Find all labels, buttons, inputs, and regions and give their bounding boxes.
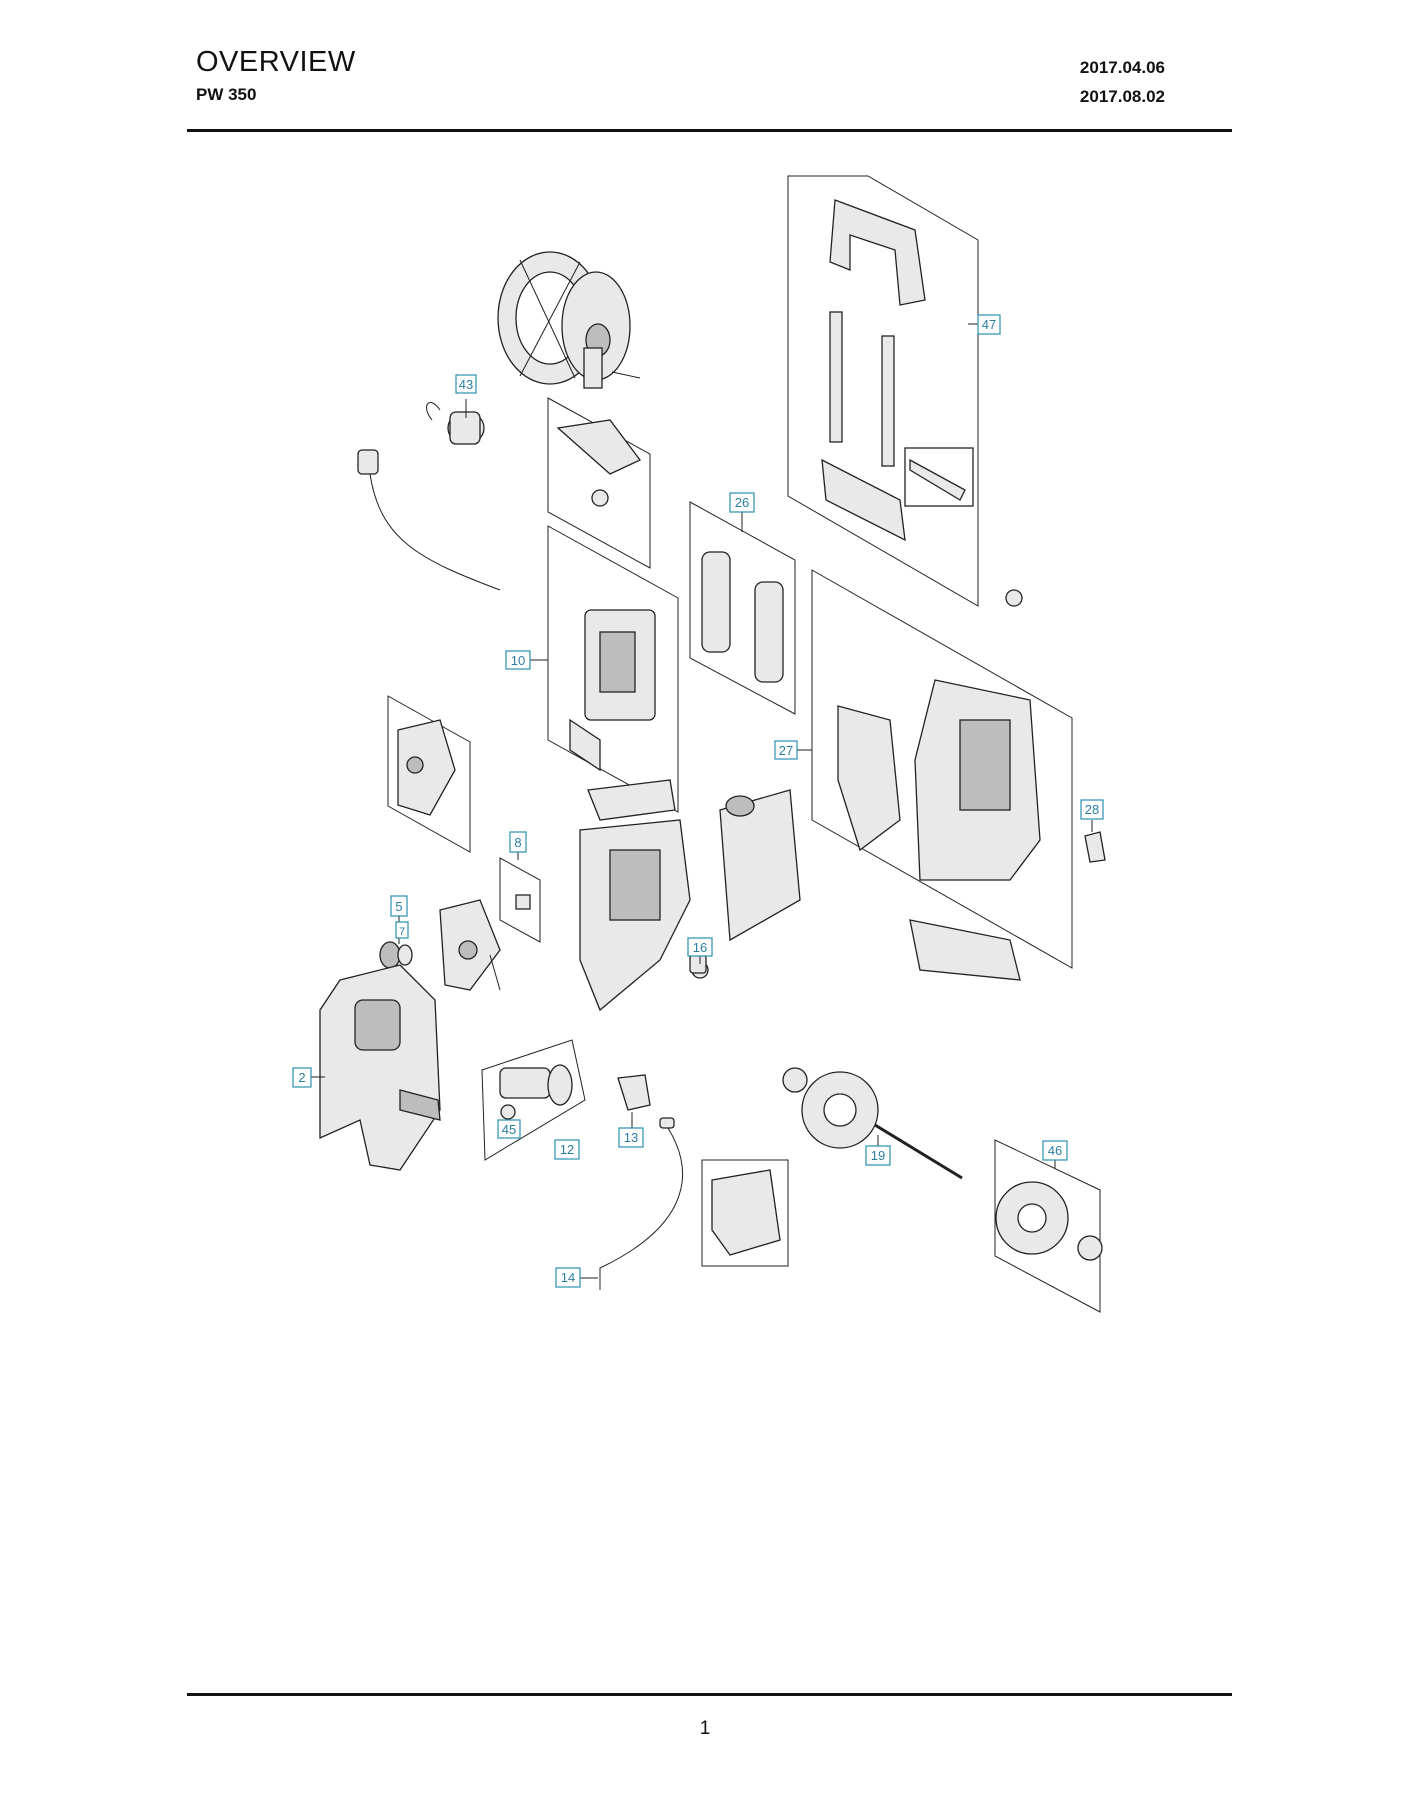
callout-45: 45 [497, 1119, 521, 1139]
callout-10: 10 [505, 650, 531, 670]
wheel-axle-19 [782, 1067, 963, 1180]
callout-13: 13 [618, 1127, 644, 1148]
callout-46: 46 [1042, 1140, 1068, 1161]
svg-text:14: 14 [561, 1270, 575, 1285]
power-cord-part [357, 402, 501, 591]
callout-8: 8 [509, 831, 527, 853]
callout-7: 7 [395, 921, 409, 939]
date-revised: 2017.08.02 [1079, 87, 1165, 106]
upper-housing-panel [547, 397, 679, 813]
front-control-panel [439, 899, 501, 991]
callout-27: 27 [774, 740, 798, 760]
callout-47: 47 [977, 314, 1001, 335]
svg-text:46: 46 [1048, 1143, 1062, 1158]
svg-text:7: 7 [399, 926, 405, 938]
svg-text:2: 2 [298, 1070, 305, 1085]
left-cover-panel [387, 695, 471, 853]
callout-19: 19 [865, 1145, 891, 1166]
callout-2: 2 [292, 1067, 312, 1088]
fitting-16 [689, 954, 707, 974]
callout-14: 14 [555, 1267, 581, 1288]
svg-text:10: 10 [511, 653, 525, 668]
wheel-panel-46 [994, 1139, 1103, 1313]
date-created: 2017.04.06 [1079, 58, 1165, 77]
callout-43: 43 [455, 374, 477, 394]
svg-text:12: 12 [560, 1142, 574, 1157]
header-rule [187, 129, 1232, 132]
svg-text:28: 28 [1085, 802, 1099, 817]
inlet-adapter-13 [617, 1074, 651, 1111]
filter-panel-12 [481, 1039, 586, 1161]
svg-text:19: 19 [871, 1148, 885, 1163]
page-number: 1 [699, 1718, 711, 1739]
callout-12: 12 [554, 1139, 580, 1160]
svg-text:8: 8 [514, 835, 521, 850]
footer-rule [187, 1693, 1232, 1696]
svg-text:16: 16 [693, 940, 707, 955]
svg-text:26: 26 [735, 495, 749, 510]
svg-text:27: 27 [779, 743, 793, 758]
model-name: PW 350 [196, 85, 257, 104]
handle-assembly-part [787, 175, 1023, 607]
rear-housing-part [811, 569, 1106, 981]
svg-text:45: 45 [502, 1122, 516, 1137]
svg-text:13: 13 [624, 1130, 638, 1145]
small-parts-8 [499, 857, 541, 943]
motor-pump-assembly [579, 779, 801, 1012]
svg-text:47: 47 [982, 317, 996, 332]
hose-reel-part [497, 251, 641, 389]
callout-16: 16 [687, 937, 713, 957]
callout-28: 28 [1080, 799, 1104, 820]
callout-5: 5 [390, 895, 408, 917]
panel-26-parts [689, 501, 796, 715]
side-panel-part [701, 1159, 789, 1267]
svg-text:5: 5 [395, 899, 402, 914]
page-title: OVERVIEW [196, 46, 356, 78]
svg-text:43: 43 [459, 377, 473, 392]
callout-26: 26 [729, 492, 755, 513]
hose-14 [599, 1117, 683, 1290]
knob-part [379, 941, 413, 969]
front-cover-part [319, 964, 441, 1171]
